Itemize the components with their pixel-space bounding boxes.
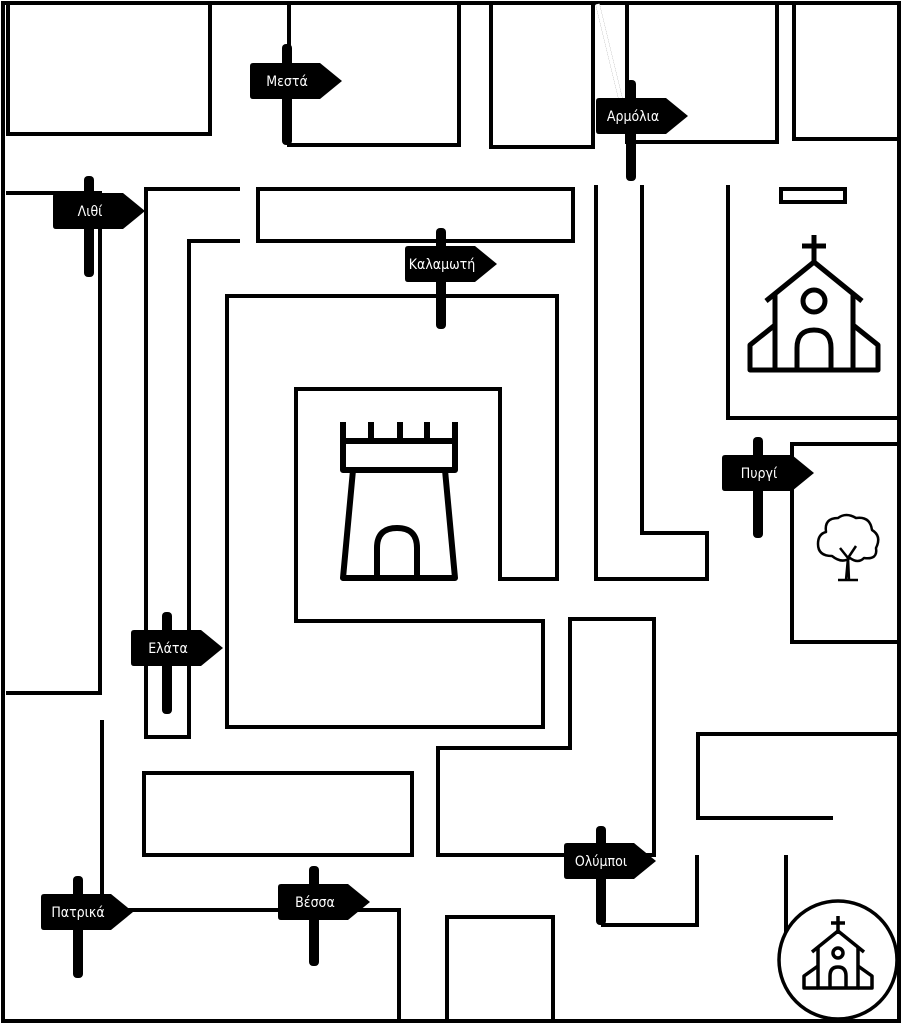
- signpost-label: Βέσσα: [295, 895, 335, 911]
- signpost-label: Καλαμωτή: [409, 257, 475, 273]
- church-icon: [747, 235, 881, 373]
- signpost-mesta[interactable]: Μεστά: [250, 44, 342, 145]
- signpost-armolia[interactable]: Αρμόλια: [596, 80, 688, 181]
- signposts: ΜεστάΑρμόλιαΛιθίΚαλαμωτήΠυργίΕλάταΠατρικ…: [41, 44, 814, 978]
- signpost-label: Ελάτα: [148, 641, 188, 657]
- signpost-lithi[interactable]: Λιθί: [53, 176, 145, 277]
- signpost-arrow-board: [41, 894, 133, 930]
- signpost-arrow-board: [278, 884, 370, 920]
- signpost-arrow-board: [250, 63, 342, 99]
- signpost-label: Ολύμποι: [575, 854, 627, 870]
- signpost-label: Λιθί: [78, 204, 104, 220]
- signpost-vessa[interactable]: Βέσσα: [278, 866, 370, 966]
- signpost-olympoi[interactable]: Ολύμποι: [564, 826, 656, 925]
- signpost-label: Πυργί: [741, 466, 778, 482]
- signpost-pyrgi[interactable]: Πυργί: [722, 437, 814, 538]
- signpost-arrow-board: [405, 246, 497, 282]
- signpost-arrow-board: [131, 630, 223, 666]
- signpost-patrika[interactable]: Πατρικά: [41, 876, 133, 978]
- tree-icon: [816, 513, 880, 582]
- signpost-label: Πατρικά: [51, 905, 104, 921]
- signpost-arrow-board: [564, 843, 656, 879]
- signpost-arrow-board: [722, 455, 814, 491]
- signpost-kalamoti[interactable]: Καλαμωτή: [405, 228, 497, 329]
- signpost-label: Μεστά: [266, 74, 308, 90]
- signpost-arrow-board: [53, 193, 145, 229]
- signpost-arrow-board: [596, 98, 688, 134]
- castle-tower-icon: [340, 422, 458, 581]
- signpost-elata[interactable]: Ελάτα: [131, 612, 223, 714]
- signpost-label: Αρμόλια: [607, 109, 659, 125]
- church-in-circle-icon: [777, 899, 899, 1021]
